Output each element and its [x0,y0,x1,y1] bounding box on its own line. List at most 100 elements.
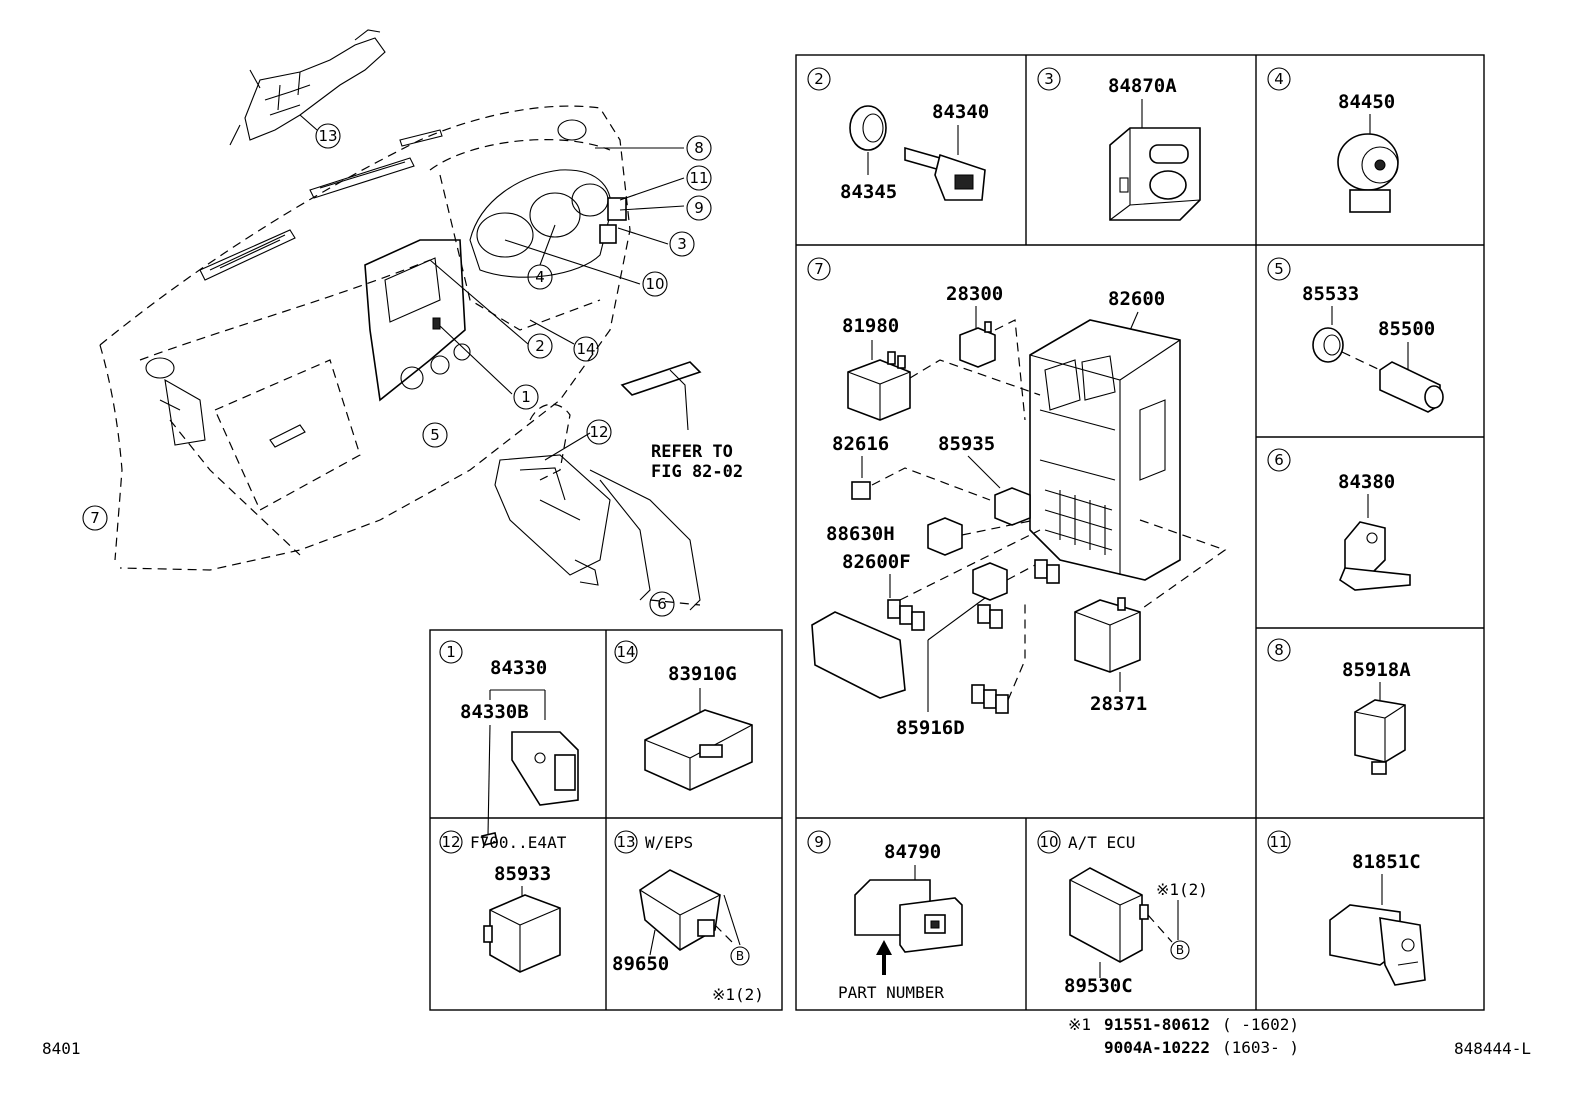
cell-8: 8 85918A [1267,638,1411,775]
part-83910G: 83910G [668,663,737,685]
footnote-part-2: 9004A-10222 [1104,1038,1210,1057]
cell-2: 2 84340 84345 [807,67,989,203]
page-code-left: 8401 [42,1039,81,1058]
overview-callout-2: 2 [527,333,553,359]
callout-leaders [159,114,685,461]
part-28371: 28371 [1090,693,1147,715]
overview-callout-9: 9 [686,195,712,221]
part-82600F: 82600F [842,551,911,573]
dashboard-overview-illustration: 13 8 11 9 3 10 4 2 14 1 5 12 7 6 REFER T… [82,29,743,617]
svg-text:2: 2 [814,70,824,88]
part-85918A: 85918A [1342,659,1411,681]
part-81851C: 81851C [1352,851,1421,873]
refer-note-line2: FIG 82-02 [651,462,743,482]
part-84330B: 84330B [460,701,529,723]
part-84450: 84450 [1338,91,1395,113]
svg-text:3: 3 [1044,70,1054,88]
overview-callout-14: 14 [573,336,599,362]
part-85533: 85533 [1302,283,1359,305]
overview-callout-1: 1 [513,384,539,410]
overview-callout-12: 12 [586,419,612,445]
svg-text:11: 11 [1269,833,1288,851]
part-84380: 84380 [1338,471,1395,493]
overview-callout-6: 6 [649,591,675,617]
svg-text:12: 12 [441,833,460,851]
cell-5: 5 85533 85500 [1267,257,1444,413]
cell-6: 6 84380 [1267,448,1411,591]
page-code-right: 848444-L [1454,1039,1531,1058]
svg-text:14: 14 [576,340,595,358]
svg-text:6: 6 [1274,451,1284,469]
part-84345: 84345 [840,181,897,203]
svg-text:7: 7 [814,260,824,278]
svg-text:8: 8 [694,139,704,157]
cell-9: 9 84790 PART NUMBER [807,830,963,1002]
part-81980: 81980 [842,315,899,337]
shift-console [494,403,701,611]
ref-mark-b-cell13: B [736,949,744,963]
cell-10: 10 A/T ECU 89530C ※1(2) B [1037,830,1208,997]
fuse-group-82600F [887,599,925,631]
svg-text:9: 9 [814,833,824,851]
refer-bracket-part [620,361,702,431]
cell-13-note: ※1(2) [712,985,764,1004]
part-number-caption: PART NUMBER [838,983,944,1002]
svg-text:5: 5 [430,426,440,444]
overview-callout-4: 4 [527,264,553,290]
part-84790: 84790 [884,841,941,863]
ref-mark-b-cell10: B [1176,943,1184,957]
cell-14: 14 83910G [614,640,753,791]
overview-callout-5: 5 [422,422,448,448]
grid-left-bottom [429,629,783,1011]
cell-3: 3 84870A [1037,67,1201,221]
svg-text:5: 5 [1274,260,1284,278]
footnote-range-2: (1603- ) [1222,1038,1299,1057]
center-console-panel [364,239,471,402]
cell-12: 12 F700..E4AT 85933 [439,830,567,973]
svg-text:13: 13 [616,833,635,851]
svg-text:13: 13 [318,127,337,145]
dash-vent-center [309,157,415,199]
cell-13: 13 W/EPS 89650 B ※1(2) [612,830,764,1004]
cell-13-condition: W/EPS [645,833,693,852]
part-85933: 85933 [494,863,551,885]
part-85916D: 85916D [896,717,965,739]
part-85935: 85935 [938,433,995,455]
overview-callout-13: 13 [315,123,341,149]
svg-text:12: 12 [589,423,608,441]
svg-text:10: 10 [1039,833,1058,851]
svg-text:9: 9 [694,199,704,217]
refer-note-line1: REFER TO [651,442,733,462]
cell-7: 7 28300 82600 81980 82616 85935 88630H [807,257,1227,739]
cell-11: 11 81851C [1267,830,1426,986]
part-89650: 89650 [612,953,669,975]
part-82600: 82600 [1108,288,1165,310]
part-84870A: 84870A [1108,75,1177,97]
svg-text:8: 8 [1274,641,1284,659]
cell-10-title: A/T ECU [1068,833,1135,852]
svg-text:6: 6 [657,595,667,613]
part-82616: 82616 [832,433,889,455]
svg-text:10: 10 [645,275,664,293]
footnote-range-1: ( -1602) [1222,1015,1299,1034]
svg-text:1: 1 [446,643,456,661]
part-88630H: 88630H [826,523,895,545]
footnote: ※1 91551-80612 ( -1602) 9004A-10222 (160… [1068,1015,1299,1057]
svg-text:4: 4 [1274,70,1284,88]
overview-callout-10: 10 [642,271,668,297]
svg-text:3: 3 [677,235,687,253]
instrument-cluster [469,169,612,278]
svg-text:2: 2 [535,337,545,355]
footnote-part-1: 91551-80612 [1104,1015,1210,1034]
fuse-relay-block [1029,319,1181,581]
fuse-block-guide-lines [871,319,1227,701]
part-85500: 85500 [1378,318,1435,340]
svg-text:1: 1 [521,388,531,406]
part-84330: 84330 [490,657,547,679]
overview-callout-8: 8 [686,135,712,161]
svg-text:7: 7 [90,509,100,527]
cell-1: 1 84330 84330B [439,640,579,846]
overview-callout-7: 7 [82,505,108,531]
svg-text:4: 4 [535,268,545,286]
